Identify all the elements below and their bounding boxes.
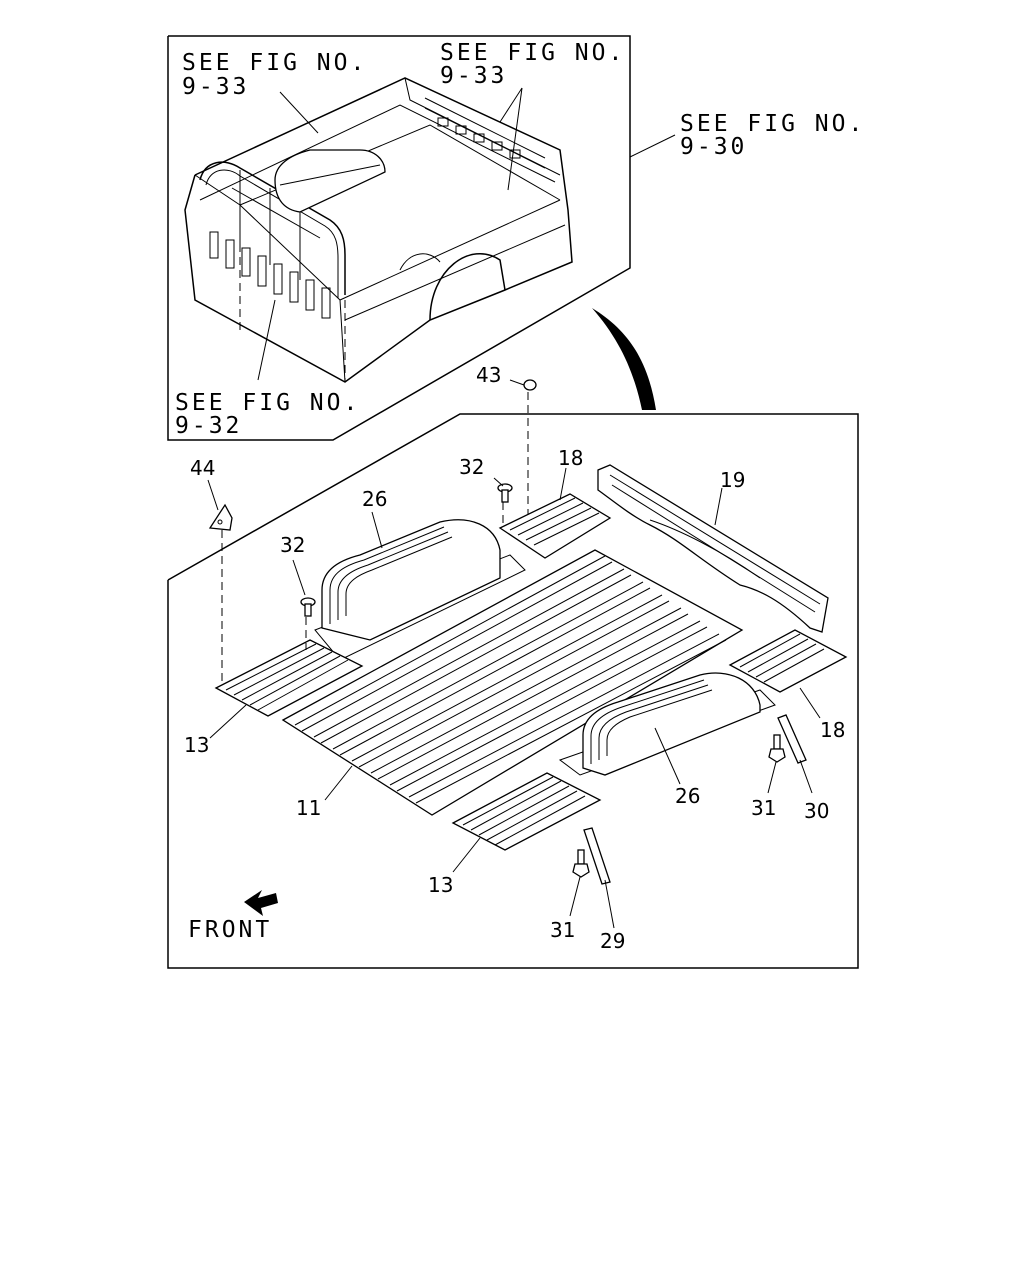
callout-29: 29 bbox=[600, 929, 625, 953]
ref-top-left-line2: 9-33 bbox=[182, 74, 249, 100]
bolt-32-upper bbox=[497, 483, 513, 503]
side-panel-13-left bbox=[214, 639, 364, 717]
side-panel-18-lower bbox=[728, 629, 848, 693]
callout-13-left: 13 bbox=[184, 733, 209, 757]
callout-32-upper: 32 bbox=[459, 455, 484, 479]
front-arrow-icon bbox=[244, 890, 278, 916]
ref-bottom-line1: SEE FIG NO. bbox=[175, 390, 360, 416]
side-panel-slots bbox=[424, 97, 546, 169]
rear-cross-member-19 bbox=[597, 464, 829, 633]
callout-31-lower: 31 bbox=[550, 918, 575, 942]
bolt-31-right bbox=[768, 734, 786, 763]
wheel-house-26-lower bbox=[558, 672, 776, 776]
transition-arrow bbox=[592, 308, 656, 410]
cap-43 bbox=[523, 379, 537, 391]
bolt-31-lower bbox=[572, 849, 590, 878]
exploded-view: 43 32 18 19 44 26 32 18 13 11 26 31 30 1… bbox=[167, 363, 859, 969]
callout-19: 19 bbox=[720, 468, 745, 492]
front-label: FRONT bbox=[188, 917, 272, 943]
ref-top-left-line1: SEE FIG NO. bbox=[182, 50, 367, 76]
ref-right-line2: 9-30 bbox=[680, 134, 747, 160]
callout-18-lower: 18 bbox=[820, 718, 845, 742]
floor-panel-11 bbox=[281, 549, 744, 816]
callout-18-upper: 18 bbox=[558, 446, 583, 470]
ref-bottom-line2: 9-32 bbox=[175, 413, 242, 439]
ref-right-line1: SEE FIG NO. bbox=[680, 111, 865, 137]
ref-top-right-line1: SEE FIG NO. bbox=[440, 40, 625, 66]
bracket-44 bbox=[208, 503, 233, 531]
bracket-30 bbox=[777, 714, 807, 764]
callout-11: 11 bbox=[296, 796, 321, 820]
bracket-29 bbox=[583, 827, 611, 885]
ref-top-right-line2: 9-33 bbox=[440, 63, 507, 89]
overview-inset bbox=[167, 35, 631, 441]
callout-44: 44 bbox=[190, 456, 215, 480]
truck-bed-overview bbox=[184, 77, 573, 383]
wheel-house-26-upper bbox=[314, 519, 526, 661]
callout-31-right: 31 bbox=[751, 796, 776, 820]
side-panel-13-right bbox=[451, 772, 602, 851]
callout-30: 30 bbox=[804, 799, 829, 823]
callout-13-right: 13 bbox=[428, 873, 453, 897]
side-panel-18-upper bbox=[498, 493, 612, 559]
callout-32-lower: 32 bbox=[280, 533, 305, 557]
front-panel-slots bbox=[209, 231, 331, 319]
callout-43: 43 bbox=[476, 363, 501, 387]
bolt-32-lower bbox=[300, 597, 316, 617]
callout-26-upper: 26 bbox=[362, 487, 387, 511]
callout-26-lower: 26 bbox=[675, 784, 700, 808]
